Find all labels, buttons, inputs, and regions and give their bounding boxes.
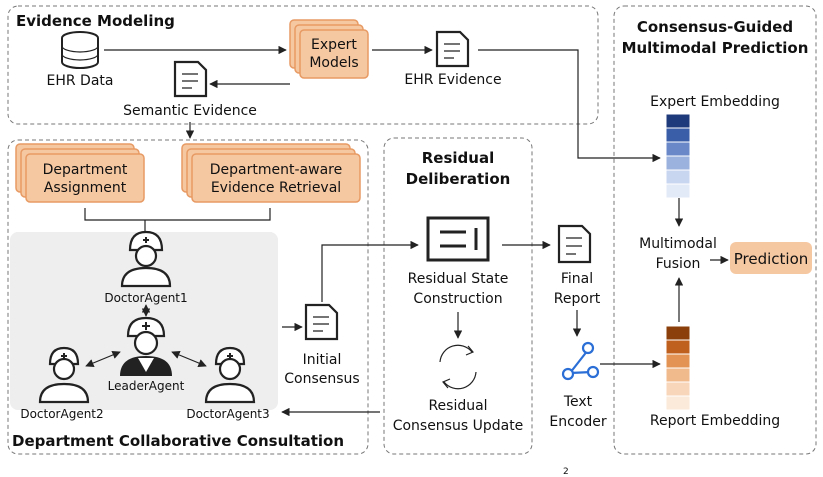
embedding-cell	[665, 155, 691, 171]
embedding-cell	[665, 183, 691, 199]
residual-update-label-1: Residual	[428, 398, 487, 414]
consultation-panel	[7, 139, 369, 455]
initial-consensus-label-1: Initial	[303, 352, 342, 368]
residual-state-icon	[426, 216, 490, 262]
final-report-label-2: Report	[554, 291, 601, 307]
ehr-evidence-label: EHR Evidence	[404, 72, 501, 88]
arrow-consensus-to-residual	[321, 240, 419, 302]
multimodal-fusion-label-1: Multimodal	[639, 236, 717, 252]
expert-embedding-vector	[665, 113, 691, 199]
semantic-evidence-label: Semantic Evidence	[123, 103, 257, 119]
residual-state-label-2: Construction	[413, 291, 502, 307]
residual-update-label-2: Consensus Update	[393, 418, 524, 434]
embedding-cell	[665, 339, 691, 355]
ehr-data-label: EHR Data	[47, 73, 114, 89]
final-report-label-1: Final	[561, 271, 593, 287]
initial-consensus-label-2: Consensus	[284, 371, 359, 387]
expert-embedding-label: Expert Embedding	[650, 94, 780, 110]
arrow-leader-doctor3	[171, 350, 207, 368]
expert-models-label-2: Models	[309, 55, 358, 71]
doctor-agent-2-icon	[38, 346, 90, 404]
text-encoder-share-icon	[561, 341, 600, 381]
ehr-evidence-document-icon	[435, 30, 470, 68]
expert-models-card	[289, 19, 369, 79]
evidence-modeling-title: Evidence Modeling	[16, 12, 175, 30]
department-retrieval-label-1: Department-aware	[210, 162, 342, 178]
prediction-label: Prediction	[734, 250, 809, 268]
doctor-agent-1-icon	[120, 230, 172, 288]
doctor-agent-3-icon	[204, 346, 256, 404]
embedding-cell	[665, 395, 691, 411]
text-encoder-label-2: Encoder	[549, 414, 606, 430]
embedding-cell	[665, 113, 691, 129]
leader-agent-label: LeaderAgent	[108, 379, 185, 393]
final-report-document-icon	[557, 224, 592, 264]
department-assignment-card	[15, 143, 145, 203]
embedding-cell	[665, 353, 691, 369]
embedding-cell	[665, 325, 691, 341]
evidence-modeling-panel	[7, 5, 599, 125]
leader-agent-icon	[120, 316, 172, 376]
department-assignment-label-2: Assignment	[44, 180, 127, 196]
text-encoder-label-1: Text	[563, 394, 593, 410]
report-embedding-label: Report Embedding	[650, 413, 780, 429]
report-embedding-vector	[665, 325, 691, 411]
doctor-agent-2-label: DoctorAgent2	[20, 407, 103, 421]
prediction-title-line1: Consensus-Guided	[637, 18, 793, 36]
embedding-cell	[665, 367, 691, 383]
embedding-cell	[665, 127, 691, 143]
semantic-evidence-document-icon	[173, 60, 208, 98]
residual-panel	[383, 137, 533, 455]
initial-consensus-document-icon	[304, 303, 339, 341]
multimodal-fusion-label-2: Fusion	[656, 256, 701, 272]
department-retrieval-label-2: Evidence Retrieval	[211, 180, 341, 196]
prediction-title-line2: Multimodal Prediction	[622, 39, 809, 57]
prediction-box	[730, 242, 812, 274]
arrow-leader-doctor2	[85, 350, 121, 368]
footnote-mark: 2	[563, 467, 569, 477]
arrow-ehr-evidence-to-embedding	[478, 49, 661, 163]
database-icon	[61, 31, 99, 69]
embedding-cell	[665, 141, 691, 157]
merge-bracket	[84, 208, 271, 234]
prediction-panel	[613, 5, 817, 455]
doctor-agent-3-label: DoctorAgent3	[186, 407, 269, 421]
residual-title-line1: Residual	[422, 149, 494, 167]
department-assignment-label-1: Department	[43, 162, 128, 178]
refresh-cycle-icon	[439, 344, 477, 390]
department-retrieval-card	[181, 143, 361, 203]
expert-models-label-1: Expert	[311, 37, 357, 53]
consultation-title: Department Collaborative Consultation	[12, 432, 344, 450]
residual-state-label-1: Residual State	[408, 271, 509, 287]
embedding-cell	[665, 381, 691, 397]
residual-title-line2: Deliberation	[406, 170, 511, 188]
embedding-cell	[665, 169, 691, 185]
doctor-agent-1-label: DoctorAgent1	[104, 291, 187, 305]
